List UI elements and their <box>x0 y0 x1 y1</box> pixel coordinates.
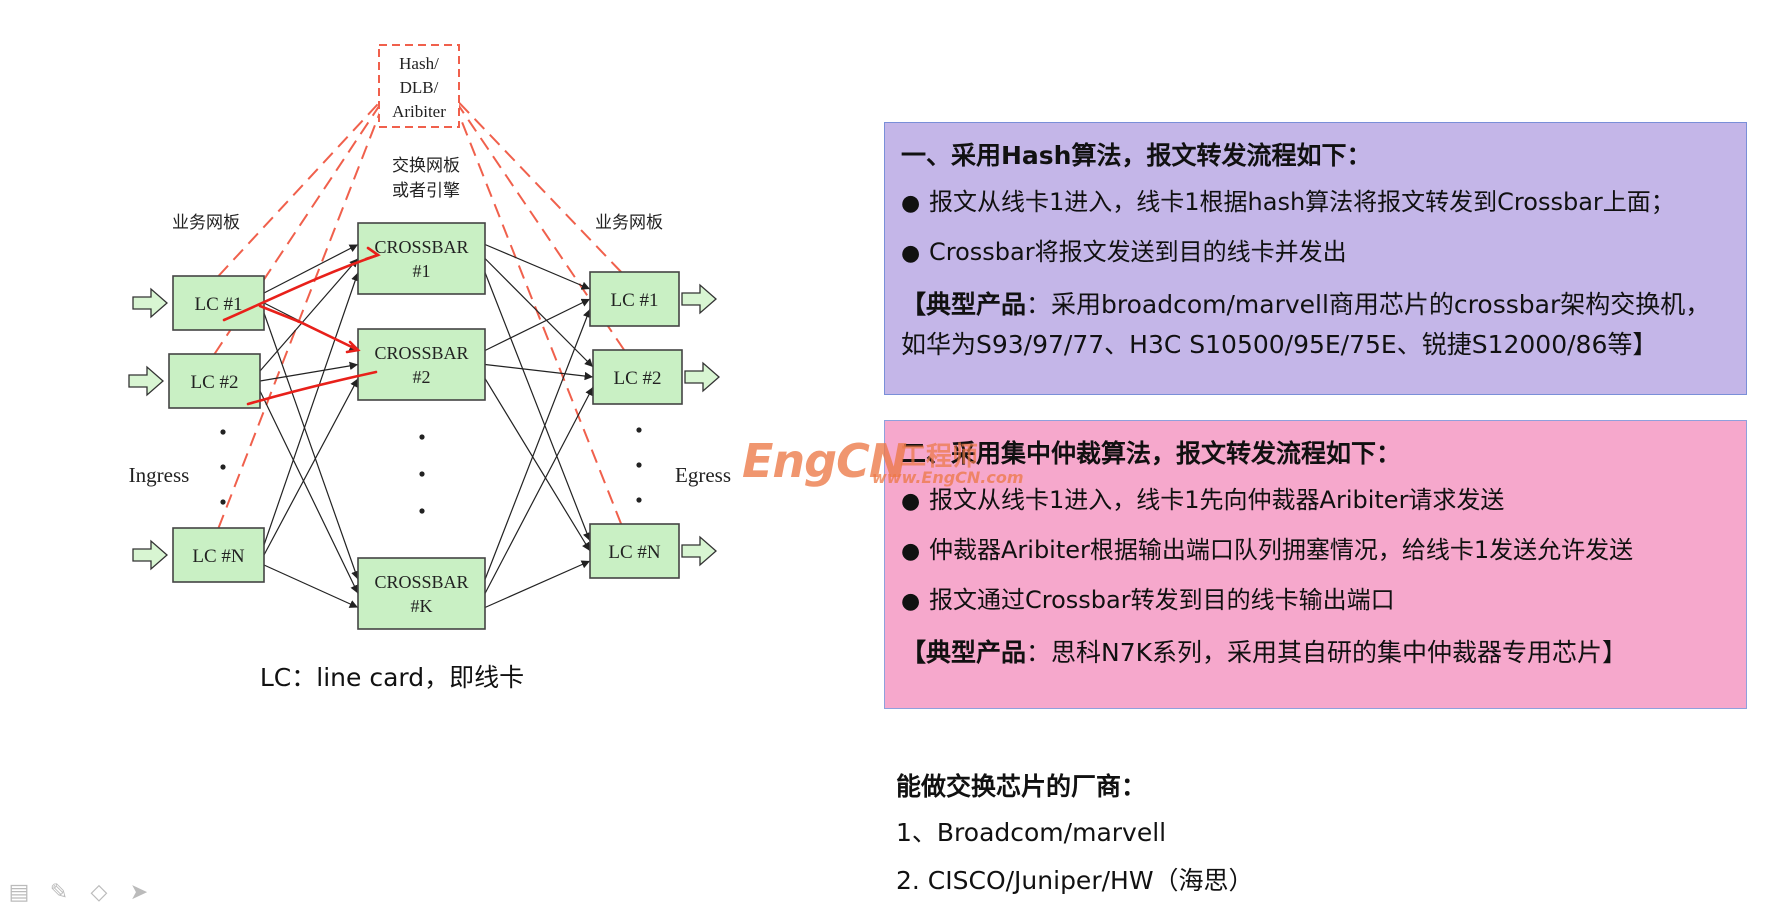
egress-card-3 <box>589 523 680 579</box>
crossbar-3 <box>357 557 486 630</box>
crossbar-label-2: CROSSBAR <box>374 343 468 363</box>
ingress-card-label-2: LC #2 <box>190 372 238 393</box>
pointer-icon[interactable]: ➤ <box>129 880 149 905</box>
arbiter-label-2: DLB/ <box>400 78 439 97</box>
link-lc1-xbar1 <box>263 243 359 294</box>
crossbar-2 <box>357 328 486 401</box>
egress-card-1 <box>589 271 680 327</box>
ingress-card-3 <box>172 527 265 583</box>
ingress-label: Ingress <box>129 463 190 487</box>
egress-card-label-1: LC #1 <box>610 290 658 311</box>
fabric-label-2: 或者引擎 <box>392 181 460 200</box>
crossbar-ellipsis-dot-1 <box>419 434 425 440</box>
hand-arrowhead-1 <box>364 246 381 261</box>
link-xbar2-out1 <box>484 298 591 352</box>
ingress-arrow-icon-2 <box>128 365 164 397</box>
link-lc2-xbar2 <box>259 361 359 382</box>
arbiter-bullet-2: ●仲裁器Aribiter根据输出端口队列拥塞情况，给线卡1发送允许发送 <box>901 533 1732 569</box>
hand-arrowhead-2 <box>345 340 361 354</box>
right-board-label: 业务网板 <box>595 213 663 232</box>
hash-bullet-2: ●Crossbar将报文发送到目的线卡并发出 <box>901 235 1732 271</box>
ingress-ellipsis-dot-2 <box>220 464 226 470</box>
arbiter-dash-left-1 <box>217 93 388 277</box>
bullet-dot-icon: ● <box>901 539 921 564</box>
crossbar-ellipsis-dot-2 <box>419 471 425 477</box>
link-xbar1-out1 <box>484 243 591 290</box>
hand-arrow-1 <box>222 253 380 322</box>
pen-icon[interactable]: ✎ <box>49 880 69 905</box>
arbiter-bullet-1: ●报文从线卡1进入，线卡1先向仲裁器Aribiter请求发送 <box>901 483 1732 519</box>
arbiter-typical-product: 【典型产品：思科N7K系列，采用其自研的集中仲裁器专用芯片】 <box>901 638 1628 667</box>
link-lc3-xbar3 <box>263 564 359 609</box>
arbiter-dash-right-1 <box>450 93 622 273</box>
arbiter-bullet-3: ●报文通过Crossbar转发到目的线卡输出端口 <box>901 583 1732 619</box>
hash-bullet-1: ●报文从线卡1进入，线卡1根据hash算法将报文转发到Crossbar上面； <box>901 185 1732 221</box>
egress-label: Egress <box>675 463 731 487</box>
egress-arrow-icon-3 <box>681 535 717 567</box>
hash-panel-title: 一、采用Hash算法，报文转发流程如下： <box>901 141 1372 170</box>
link-xbar1-out3 <box>484 272 591 542</box>
link-xbar3-out1 <box>484 308 591 580</box>
ingress-card-label-1: LC #1 <box>194 294 242 315</box>
egress-arrow-icon-2 <box>684 361 720 393</box>
slideshow-toolbar: ▤ ✎ ◇ ➤ <box>6 880 152 906</box>
egress-ellipsis-dot-1 <box>636 427 642 433</box>
link-xbar3-out2 <box>484 386 594 594</box>
egress-ellipsis-dot-3 <box>636 497 642 503</box>
link-lc3-xbar2 <box>263 378 359 556</box>
bullet-dot-icon: ● <box>901 489 921 514</box>
ingress-ellipsis-dot-1 <box>220 429 226 435</box>
ingress-ellipsis-dot-3 <box>220 499 226 505</box>
crossbar-1 <box>357 222 486 295</box>
bullet-dot-icon: ● <box>901 241 921 266</box>
crossbar-number-3: #K <box>411 596 433 616</box>
bullet-dot-icon: ● <box>901 589 921 614</box>
crossbar-label-3: CROSSBAR <box>374 572 468 592</box>
egress-card-label-2: LC #2 <box>613 368 661 389</box>
slides-icon[interactable]: ▤ <box>8 880 30 905</box>
hash-algorithm-panel: 一、采用Hash算法，报文转发流程如下： ●报文从线卡1进入，线卡1根据hash… <box>884 122 1747 395</box>
hash-typical-product: 【典型产品：采用broadcom/marvell商用芯片的crossbar架构交… <box>901 290 1711 359</box>
vendor-item-2: 2. CISCO/Juniper/HW（海思） <box>896 866 1254 895</box>
egress-card-label-3: LC #N <box>608 542 661 563</box>
link-lc2-xbar3 <box>259 390 359 594</box>
hand-arrow-2 <box>258 304 360 352</box>
arbiter-algorithm-panel: 二、采用集中仲裁算法，报文转发流程如下： ●报文从线卡1进入，线卡1先向仲裁器A… <box>884 420 1747 709</box>
arbiter-panel-title: 二、采用集中仲裁算法，报文转发流程如下： <box>901 439 1402 468</box>
link-xbar2-out3 <box>484 378 591 552</box>
arbiter-dash-left-3 <box>217 93 388 529</box>
ingress-card-label-3: LC #N <box>192 546 245 567</box>
switch-fabric-diagram: LC #1 LC #2 LC #N LC #1 LC #2 LC #N CROSSBAR #1… <box>128 44 731 692</box>
egress-card-2 <box>592 349 683 405</box>
ingress-arrow-icon-1 <box>132 287 168 319</box>
ingress-arrow-icon-3 <box>132 539 168 571</box>
arbiter-label-3: Aribiter <box>392 102 446 121</box>
arbiter-label-1: Hash/ <box>399 54 439 73</box>
crossbar-number-2: #2 <box>413 367 431 387</box>
ingress-card-1 <box>172 275 265 331</box>
link-lc1-xbar3 <box>263 312 360 580</box>
crossbar-label-1: CROSSBAR <box>374 237 468 257</box>
eraser-icon[interactable]: ◇ <box>90 880 108 905</box>
diagram-caption: LC：line card，即线卡 <box>260 663 524 692</box>
link-xbar2-out2 <box>484 363 594 381</box>
crossbar-ellipsis-dot-3 <box>419 508 425 514</box>
link-lc2-xbar1 <box>259 258 359 372</box>
chip-vendors: 能做交换芯片的厂商： 1、Broadcom/marvell 2. CISCO/J… <box>896 770 1254 912</box>
ingress-card-2 <box>168 353 261 409</box>
fabric-label-1: 交换网板 <box>392 156 460 175</box>
link-lc3-xbar1 <box>263 272 360 546</box>
hand-arrow-3 <box>246 370 378 406</box>
left-board-label: 业务网板 <box>172 213 240 232</box>
egress-arrow-icon-1 <box>681 283 717 315</box>
vendors-title: 能做交换芯片的厂商： <box>896 772 1147 801</box>
crossbar-number-1: #1 <box>413 261 431 281</box>
egress-ellipsis-dot-2 <box>636 462 642 468</box>
bullet-dot-icon: ● <box>901 191 921 216</box>
arbiter-box <box>378 44 460 128</box>
vendor-item-1: 1、Broadcom/marvell <box>896 818 1167 847</box>
link-xbar3-out3 <box>484 560 591 609</box>
